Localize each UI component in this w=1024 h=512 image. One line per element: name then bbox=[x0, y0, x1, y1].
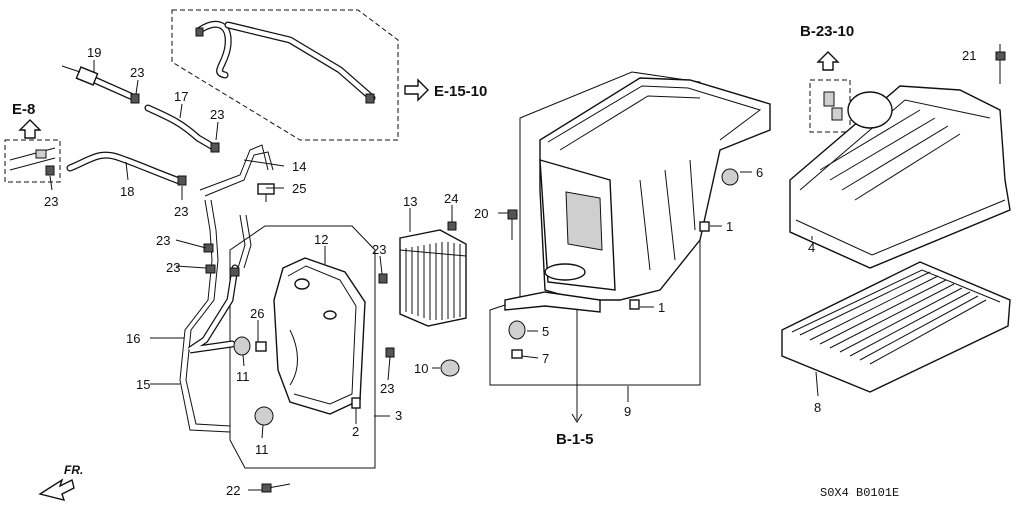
air-cleaner-cover bbox=[789, 85, 1011, 269]
callout-25: 25 bbox=[292, 181, 306, 196]
hose-clamps bbox=[45, 27, 395, 358]
e8-tubes bbox=[9, 147, 56, 171]
callout-26: 26 bbox=[250, 306, 264, 321]
ref-b15: B-1-5 bbox=[556, 431, 594, 448]
drawing-code: S0X4 B0101E bbox=[820, 486, 899, 500]
callout-11: 11 bbox=[255, 442, 269, 457]
callout-12: 12 bbox=[314, 232, 328, 247]
callout-4: 4 bbox=[808, 240, 815, 255]
front-arrow: FR. bbox=[38, 463, 83, 501]
callout-8: 8 bbox=[814, 400, 821, 415]
callout-23: 23 bbox=[44, 194, 58, 209]
b2310-fittings bbox=[823, 91, 843, 121]
ref-e8: E-8 bbox=[12, 101, 35, 118]
resonator bbox=[273, 257, 366, 415]
callout-23: 23 bbox=[380, 381, 394, 396]
callout-23: 23 bbox=[156, 233, 170, 248]
e8-group-frame bbox=[4, 139, 61, 183]
callout-17: 17 bbox=[174, 89, 188, 104]
callout-20: 20 bbox=[474, 206, 488, 221]
pcv-valve bbox=[61, 65, 99, 86]
callout-23: 23 bbox=[174, 204, 188, 219]
breather-hoses bbox=[66, 20, 376, 433]
sensor bbox=[257, 183, 275, 202]
air-filter-element bbox=[781, 261, 1011, 393]
callout-5: 5 bbox=[542, 324, 549, 339]
callout-23: 23 bbox=[166, 260, 180, 275]
callout-2: 2 bbox=[352, 424, 359, 439]
fasteners bbox=[255, 221, 460, 493]
callout-22: 22 bbox=[226, 483, 240, 498]
callout-6: 6 bbox=[756, 165, 763, 180]
callout-15: 15 bbox=[136, 377, 150, 392]
callout-3: 3 bbox=[395, 408, 402, 423]
callout-23: 23 bbox=[130, 65, 144, 80]
callout-18: 18 bbox=[120, 184, 134, 199]
callout-10: 10 bbox=[414, 361, 428, 376]
front-label: FR. bbox=[64, 463, 83, 477]
callout-11: 11 bbox=[236, 369, 250, 384]
callout-24: 24 bbox=[444, 191, 458, 206]
callout-19: 19 bbox=[87, 45, 101, 60]
bolt bbox=[995, 51, 1006, 84]
callout-9: 9 bbox=[624, 404, 631, 419]
ref-b2310: B-23-10 bbox=[800, 23, 854, 40]
callout-23: 23 bbox=[210, 107, 224, 122]
ref-e1510: E-15-10 bbox=[434, 83, 487, 100]
housing-fittings bbox=[507, 168, 739, 359]
leader-lines bbox=[49, 44, 1001, 491]
callout-14: 14 bbox=[292, 159, 306, 174]
callout-23: 23 bbox=[372, 242, 386, 257]
grommets bbox=[233, 336, 274, 426]
callout-16: 16 bbox=[126, 331, 140, 346]
hose-group-frame bbox=[171, 9, 399, 141]
callout-1: 1 bbox=[658, 300, 665, 315]
callout-13: 13 bbox=[403, 194, 417, 209]
callout-7: 7 bbox=[542, 351, 549, 366]
reference-arrows bbox=[18, 51, 840, 423]
air-cleaner-housing bbox=[504, 77, 771, 313]
intercooler bbox=[399, 229, 467, 327]
callout-1: 1 bbox=[726, 219, 733, 234]
callout-21: 21 bbox=[962, 48, 976, 63]
